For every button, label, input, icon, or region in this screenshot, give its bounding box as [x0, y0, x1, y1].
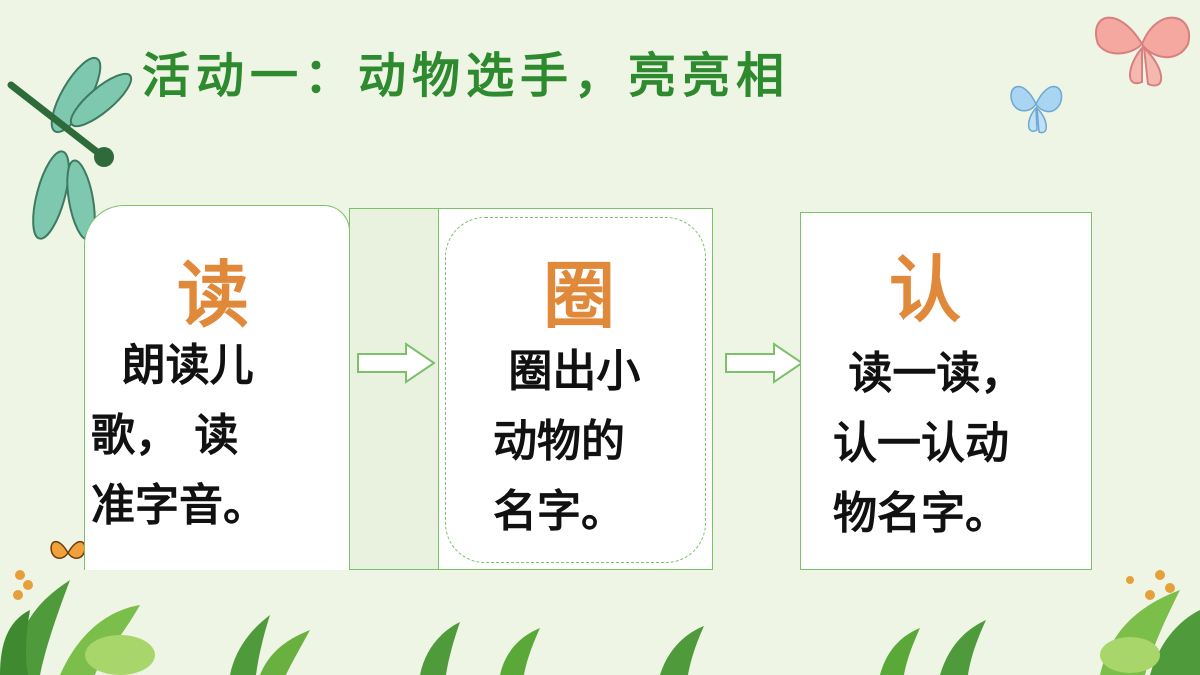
card-recognize-line-3: 物名字。 — [833, 488, 1009, 539]
arrow-right-icon — [357, 342, 436, 384]
page-title: 活动一：动物选手，亮亮相 — [142, 48, 791, 104]
card-read-line-2: 歌， 读 — [91, 410, 239, 461]
card-read-line-3: 准字音。 — [91, 480, 267, 531]
dragonfly-icon — [7, 56, 133, 241]
butterfly-pink-icon — [1095, 16, 1191, 87]
plants-icon — [0, 570, 1200, 675]
arrow-right-icon — [725, 342, 804, 384]
card-circle-line-3: 名字。 — [493, 486, 625, 537]
card-divider — [349, 208, 439, 570]
card-recognize-line-2: 认一认动 — [833, 418, 1009, 469]
card-read: 读 朗读儿 歌， 读 准字音。 — [84, 205, 350, 570]
card-circle-line-1: 圈出小 — [493, 346, 641, 397]
butterfly-orange-icon — [50, 541, 86, 559]
butterfly-blue-icon — [1010, 85, 1063, 134]
card-read-heading: 读 — [177, 252, 250, 337]
card-read-line-1: 朗读儿 — [91, 340, 254, 391]
card-circle-frame — [445, 217, 706, 563]
card-circle: 圈 圈出小 动物的 名字。 — [438, 208, 713, 570]
card-recognize: 认 读一读， 认一认动 物名字。 — [800, 212, 1092, 570]
card-recognize-heading: 认 — [889, 247, 962, 332]
card-recognize-line-1: 读一读， — [833, 348, 1025, 399]
card-circle-heading: 圈 — [543, 253, 616, 338]
card-circle-line-2: 动物的 — [493, 416, 625, 467]
